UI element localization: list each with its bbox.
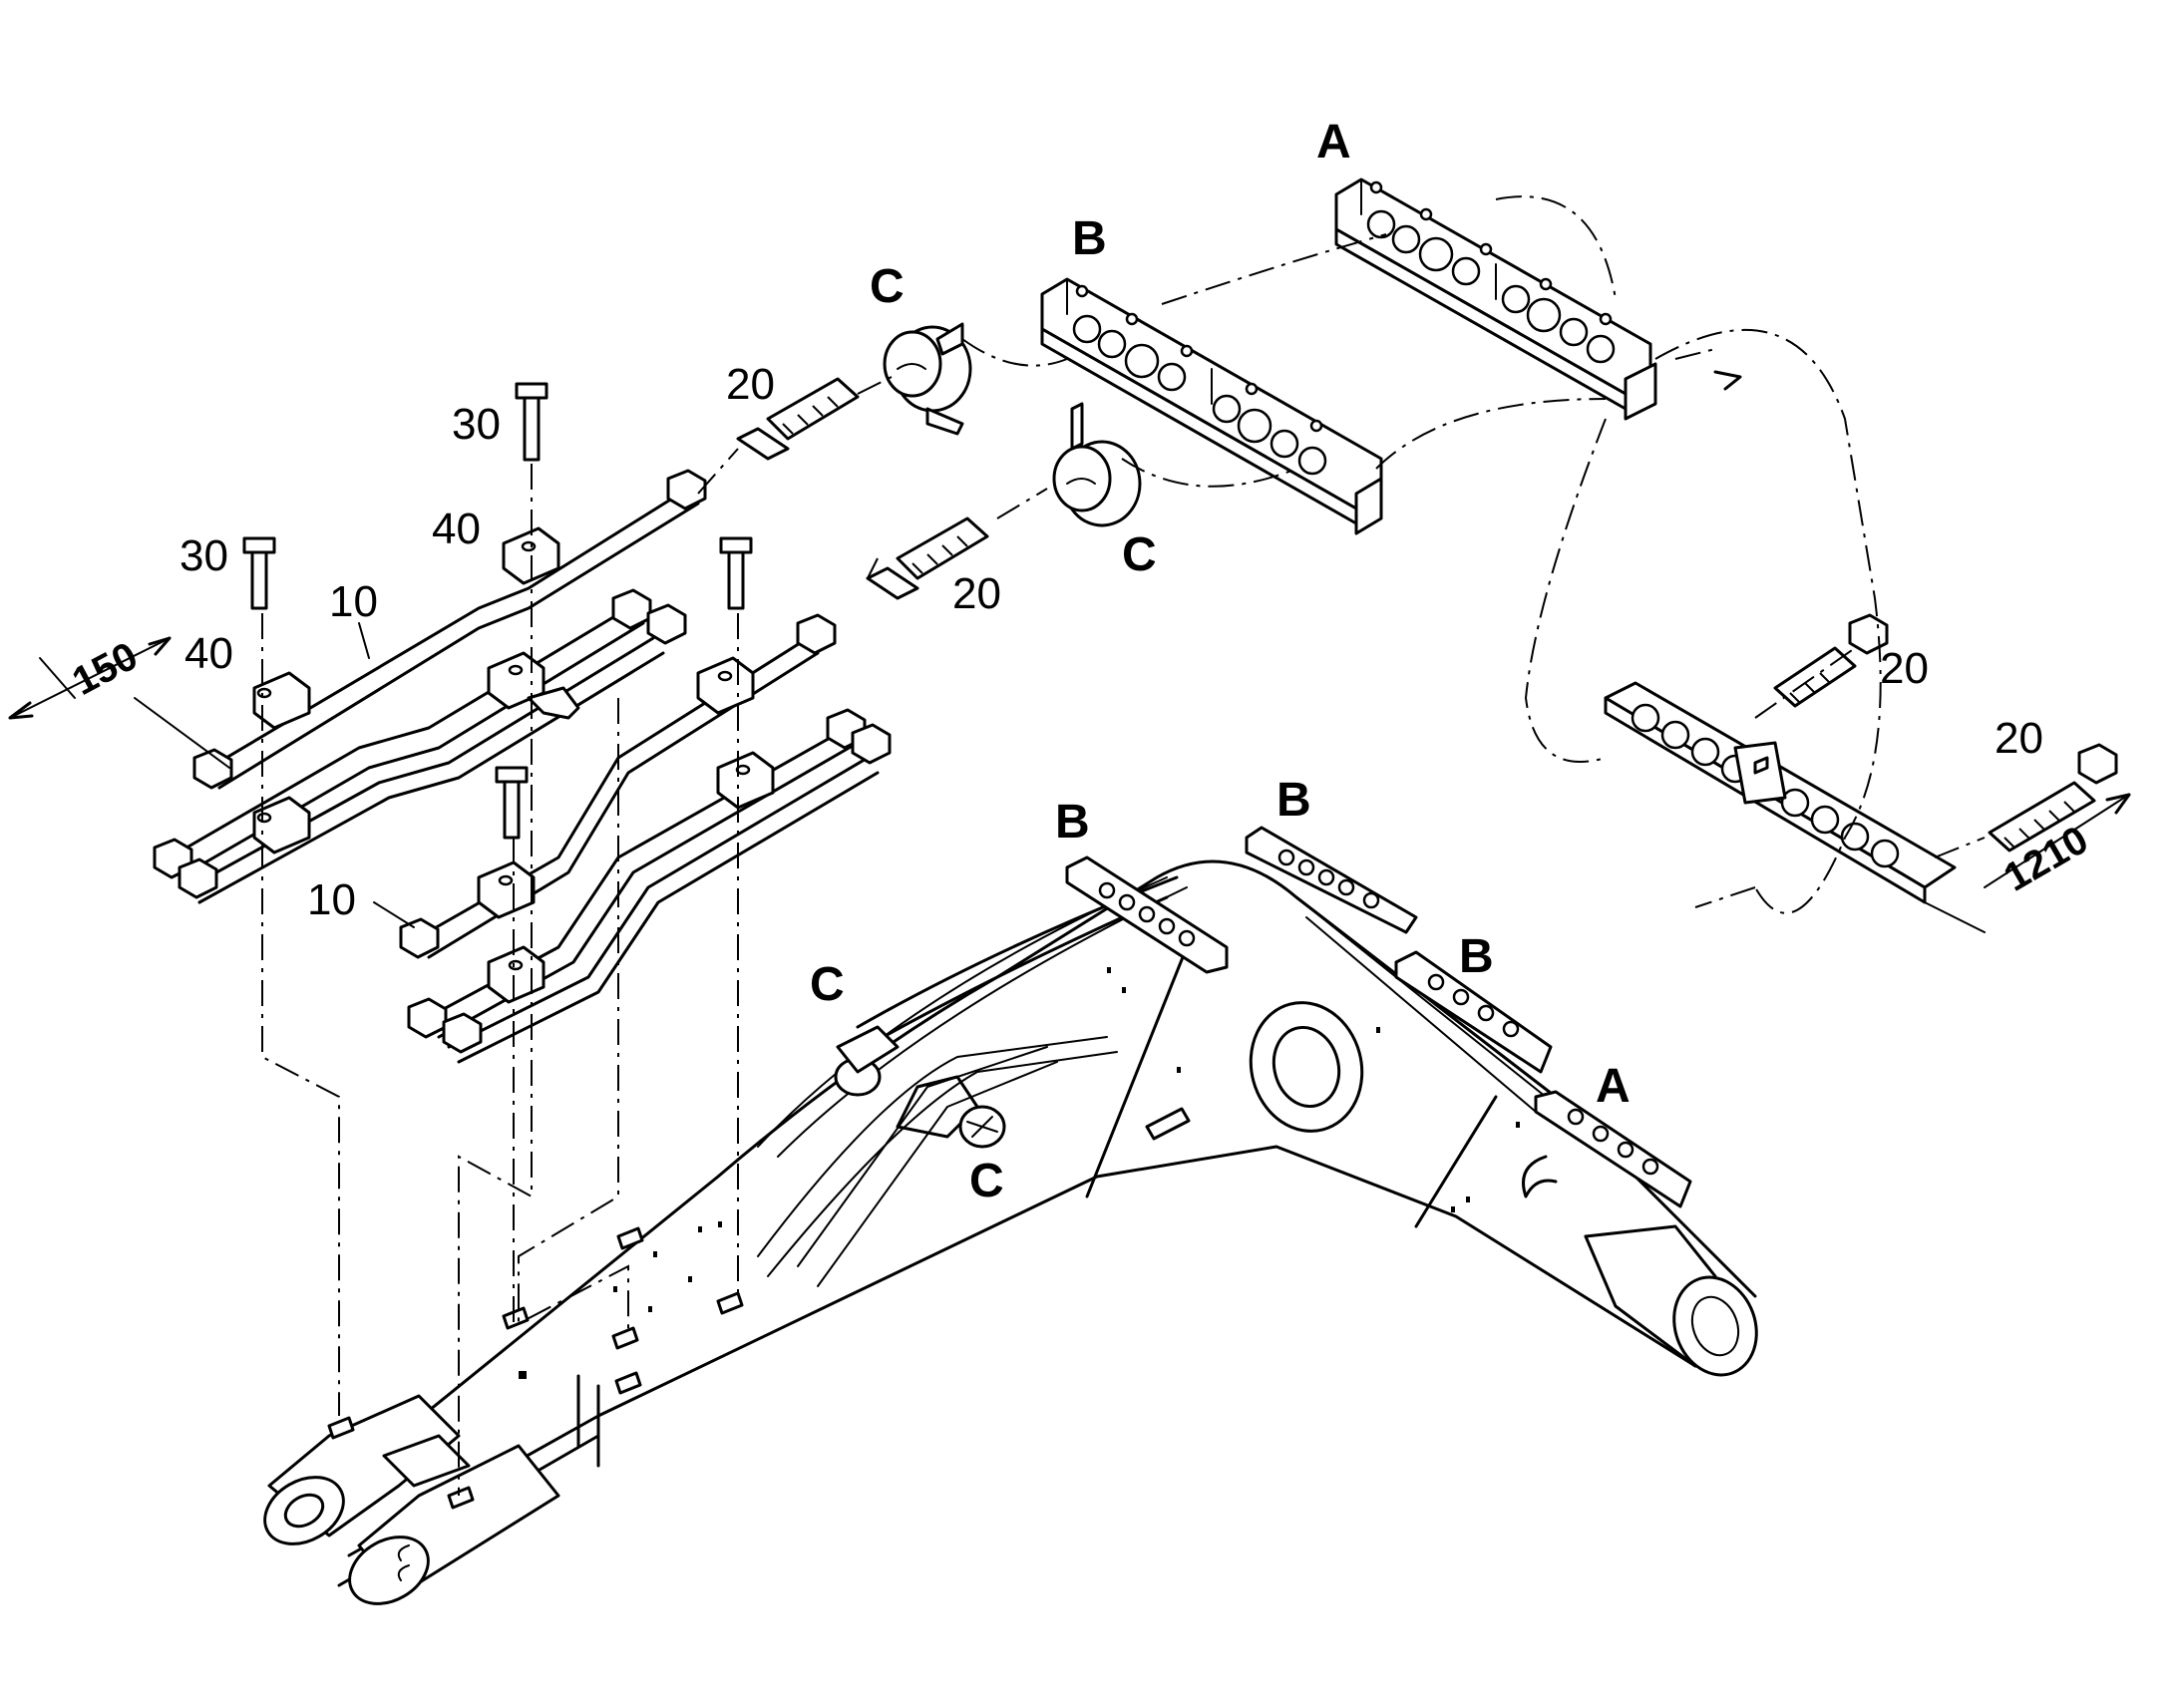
label-20-right-upper: 20 [1880, 644, 1929, 693]
label-c-middle: C [1122, 528, 1157, 581]
label-10-lower: 10 [307, 875, 356, 924]
label-c-top: C [870, 260, 905, 313]
phantom-lines [261, 195, 1986, 1496]
exploded-clamp-block-lower-right [1604, 681, 1957, 904]
callout-labels: A B C C B B B A C C 20 20 20 20 30 30 40… [180, 116, 2043, 1207]
flow-arrows [1713, 370, 1742, 391]
clamp-parts-40 [252, 526, 775, 1004]
label-20-right-lower: 20 [1995, 714, 2043, 763]
label-a-boom: A [1596, 1060, 1631, 1113]
label-20-top: 20 [726, 360, 775, 409]
exploded-clamp-block-a [1334, 177, 1657, 421]
dimension-150-label: 150 [66, 634, 146, 704]
leader-lines [358, 622, 415, 928]
boom-rivets [519, 967, 1520, 1379]
fitting-middle [866, 516, 989, 600]
round-clamp-c-lower [1052, 402, 1142, 527]
label-b-top: B [1072, 212, 1107, 265]
mounted-clamp-a [1534, 1090, 1692, 1208]
fitting-right-upper [1773, 613, 1889, 708]
fitting-upper-left [736, 377, 860, 461]
mounted-clamp-b1 [1065, 855, 1229, 974]
label-30-left: 30 [180, 531, 228, 580]
label-b-boom-2: B [1276, 774, 1311, 827]
excavator-boom [263, 859, 1758, 1605]
label-a-top: A [1316, 116, 1351, 169]
round-clamps-c [883, 322, 1142, 1149]
round-clamp-c-upper [883, 322, 972, 436]
bolts-part-30 [242, 382, 753, 840]
round-clamp-c-on-boom [958, 1105, 1006, 1149]
label-c-boom-2: C [969, 1155, 1004, 1207]
hose-fittings-part-20 [736, 377, 2118, 853]
mounted-clamp-b2 [1245, 826, 1418, 934]
label-b-boom-1: B [1055, 796, 1090, 849]
label-40-left: 40 [184, 629, 233, 678]
label-10-top: 10 [329, 577, 378, 626]
label-40-top: 40 [432, 505, 481, 553]
mounted-hose-clamp-blocks [1065, 826, 1692, 1208]
fitting-right-lower [1988, 743, 2118, 853]
label-c-boom-1: C [810, 958, 845, 1011]
label-30-top: 30 [452, 400, 501, 449]
mounted-clamp-b3 [1394, 950, 1553, 1074]
label-20-middle: 20 [952, 569, 1001, 618]
label-b-boom-3: B [1459, 930, 1494, 983]
